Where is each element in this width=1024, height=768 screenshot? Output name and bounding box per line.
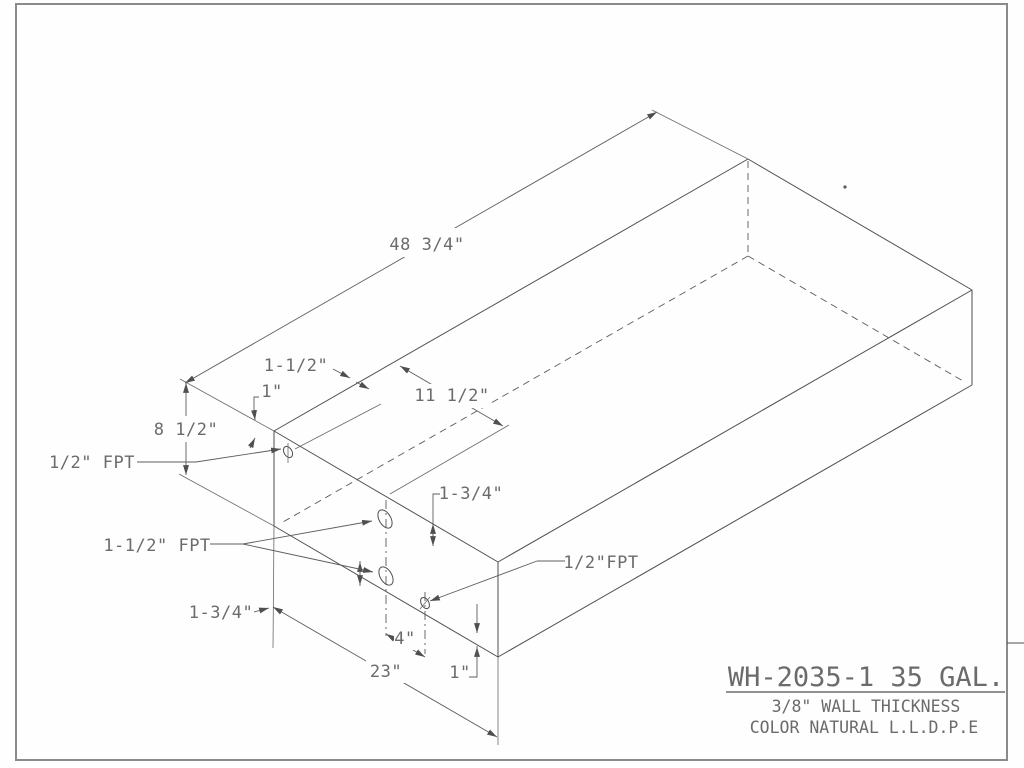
leader-fpt-mid-upper-arrow [242, 519, 373, 545]
label-fpt-left: 1/2" FPT [49, 453, 135, 473]
dim-text-centerline-offset: 11 1/2" [414, 386, 489, 406]
dim-text-bot-one: 1" [449, 663, 470, 683]
dim-text-upper-drop: 1-3/4" [439, 484, 503, 504]
dim-text-height: 8 1/2" [154, 420, 218, 440]
dim-text-drain-offset: 4" [394, 629, 415, 649]
label-fpt-mid: 1-1/2" FPT [103, 536, 210, 556]
dim-arrow-top-one-up [247, 437, 256, 449]
ext-left-corner-down [272, 525, 275, 649]
one-half-fpt-fitting-upper [377, 509, 393, 529]
dim-text-width: 23" [370, 662, 402, 682]
sheet-border [15, 3, 1008, 761]
ext-centerline-longdir [389, 424, 510, 495]
top-front-short-edge [273, 430, 499, 563]
dim-arrow-fit-offset-b [355, 381, 370, 390]
dim-text-top-one: 1" [261, 382, 282, 402]
hidden-bottom-long-edge [282, 255, 749, 523]
leader-lower-rise-arrow [253, 607, 270, 614]
ext-top-fitting-longdir [294, 403, 382, 450]
ext-bottom-left-corner [178, 473, 275, 527]
spec-line-2: COLOR NATURAL L.L.D.P.E [750, 718, 978, 737]
half-fpt-fitting-top [282, 445, 294, 459]
ext-apex-corner [651, 109, 749, 160]
top-front-long-edge [497, 289, 973, 563]
fittings [282, 443, 431, 610]
one-half-fpt-fitting-lower [378, 566, 394, 586]
part-title: WH-2035-1 35 GAL. [728, 662, 1004, 693]
label-fpt-right: 1/2"FPT [563, 553, 638, 573]
hidden-bottom-short-edge [747, 255, 964, 382]
stray-dot [843, 185, 847, 189]
tank-outline [273, 158, 973, 658]
dim-text-fit-offset: 1-1/2" [264, 356, 328, 376]
tank-hidden-interior-edges [282, 161, 964, 523]
dim-arrow-fit-offset-a [332, 368, 351, 379]
dim-arrow-top-one-down [251, 409, 257, 421]
leader-fpt-left-arrow [195, 447, 282, 463]
dimension-lines [183, 111, 658, 738]
top-back-short-edge [747, 158, 973, 291]
dim-text-masks [151, 228, 488, 683]
top-left-long-edge [273, 158, 749, 432]
dim-bracket-bot-one [469, 646, 478, 678]
annotation-text: 48 3/4" 8 1/2" 1-1/2" 1" 11 1/2" 1-3/4" … [49, 235, 638, 683]
dim-text-lower-rise: 1-3/4" [189, 603, 253, 623]
dim-text-length: 48 3/4" [389, 235, 464, 255]
spec-line-1: 3/8" WALL THICKNESS [772, 697, 961, 716]
leader-lines [137, 447, 565, 614]
leader-fpt-right-arrow [429, 560, 538, 602]
title-block: WH-2035-1 35 GAL. 3/8" WALL THICKNESS CO… [726, 662, 1005, 737]
ext-top-left-corner [179, 378, 275, 432]
extension-lines [178, 109, 749, 745]
dim-bracket-top-one-inch [253, 396, 259, 412]
leader-fpt-mid-lower-arrow [242, 543, 374, 573]
bottom-front-long-edge [497, 384, 973, 658]
